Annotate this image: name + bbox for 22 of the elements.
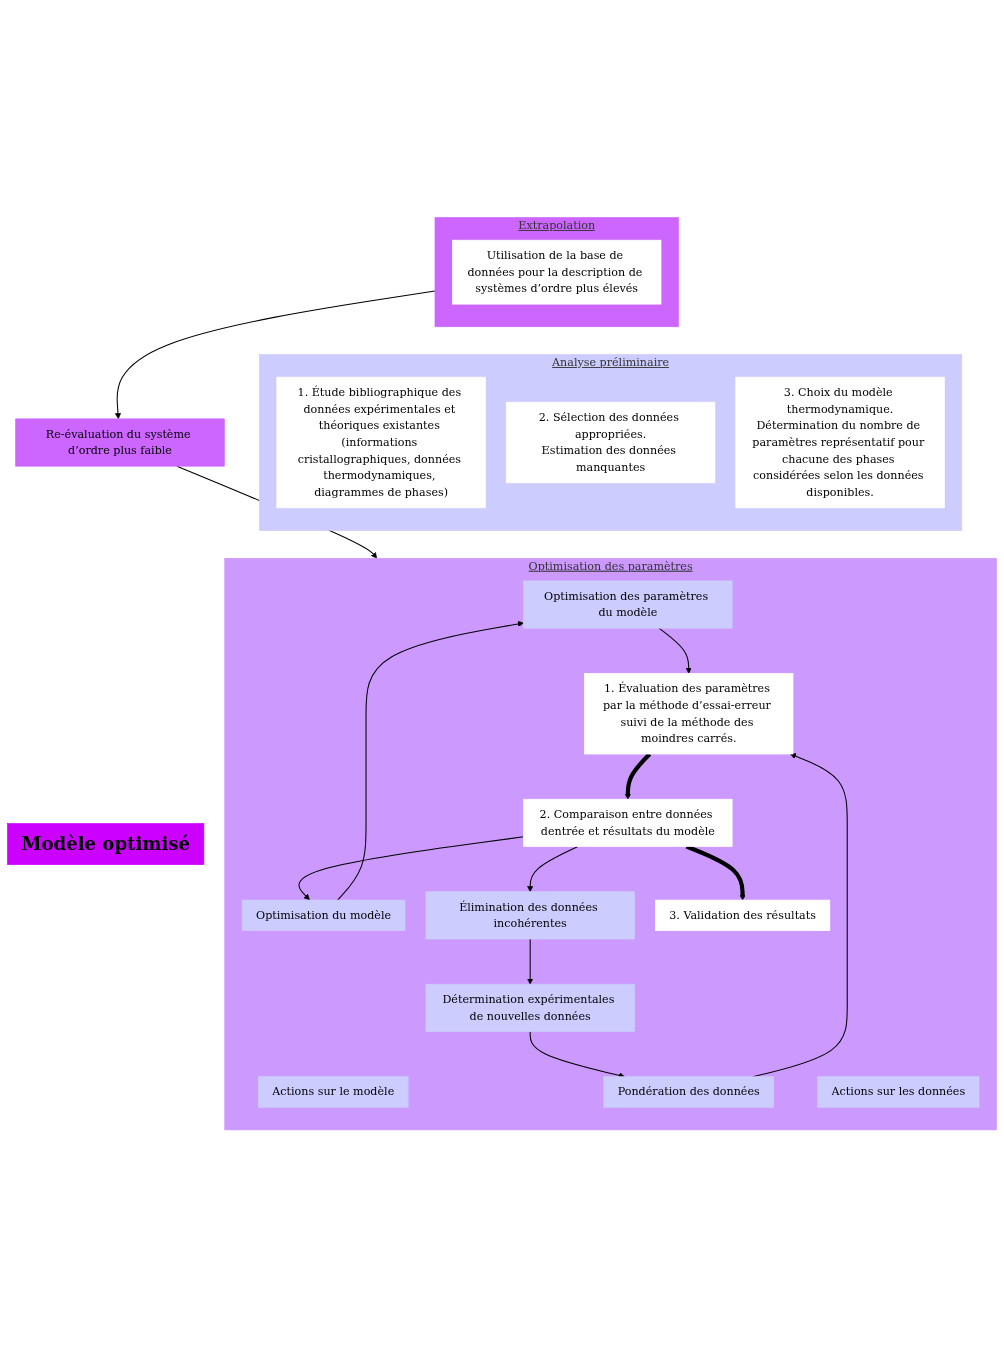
arrow (658, 627, 692, 674)
node-box: Re-évaluation du système d’ordre plus faible (15, 418, 225, 467)
arrow (527, 938, 534, 985)
arrow (298, 836, 525, 901)
node-box: 3. Validation des résultats (655, 900, 831, 932)
node-box: Actions sur les données (817, 1076, 980, 1108)
node-box: Optimisation du modèle (241, 900, 406, 932)
node-box: Optimisation des paramètres du modèle (523, 580, 733, 629)
arrow (114, 290, 436, 420)
node-box: 2. Sélection des données appropriées. Estimation des données manquantes (505, 402, 716, 484)
node-box: Utilisation de la base de données pour la description de systèmes d’ordre plus élevés (452, 240, 662, 305)
node-box: 1. Étude bibliographique des données expérimentales et théoriques existantes (informations cristallographiques, données thermodynamiques, diagrammes de phases) (276, 377, 486, 509)
node-box: Pondération des données (603, 1076, 774, 1108)
node-box: Modèle optimisé (7, 823, 205, 866)
node-box: Détermination expérimentales de nouvelles données (425, 984, 635, 1033)
node-box: Élimination des données incohérentes (425, 891, 635, 940)
node-box: 1. Évaluation des paramètres par la méthode d’essai-erreur suivi de la méthode des moindres carrés. (584, 673, 794, 755)
arrow (337, 621, 524, 901)
node-box: 3. Choix du modèle thermodynamique. Détermination du nombre de paramètres représentatif pour chacune des phases considérées selon les données disponibles. (735, 377, 945, 509)
node-box: Actions sur le modèle (258, 1076, 409, 1108)
arrow (527, 846, 579, 893)
node-box: 2. Comparaison entre données dentrée et résultats du modèle (523, 799, 733, 848)
